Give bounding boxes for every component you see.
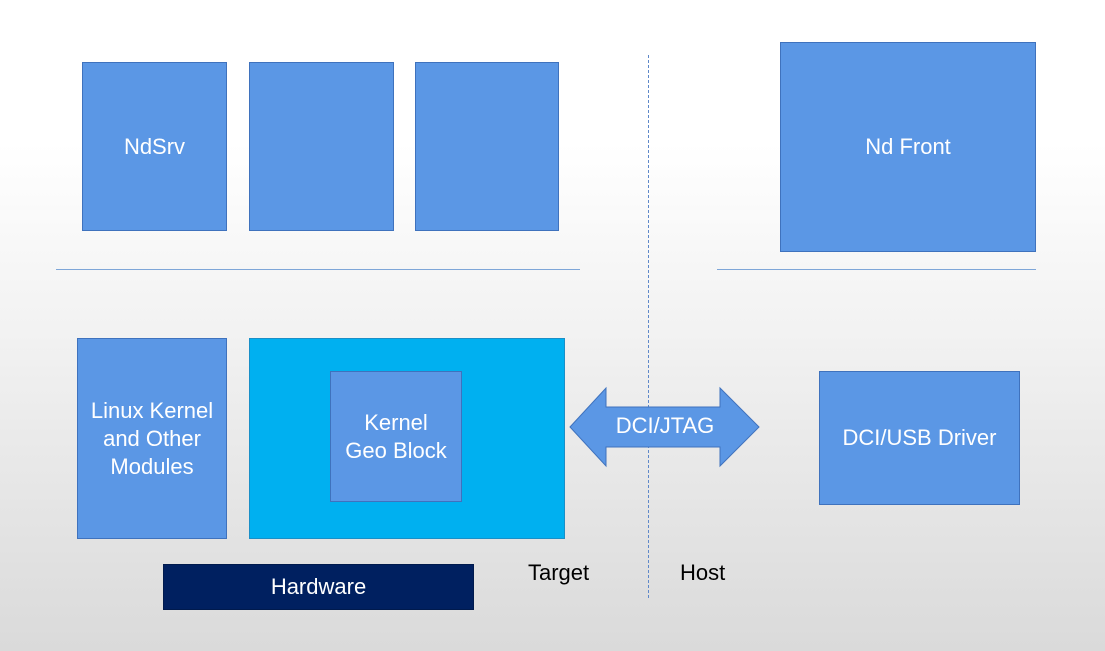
target-label: Target (528, 560, 590, 585)
target-separator-line (56, 269, 580, 270)
nd-front-label: Nd Front (865, 134, 951, 159)
host-label: Host (680, 560, 726, 585)
ndsrv-label: NdSrv (123, 133, 186, 159)
usb-driver-box: DCI/USB Driver (819, 371, 1020, 505)
dci-jtag-label: DCI/JTAG (615, 413, 715, 438)
user-module-box-3 (415, 62, 559, 231)
user-module-box-2 (249, 62, 394, 231)
nd-front-box: Nd Front (780, 42, 1036, 252)
kernel-container: Kernel Geo Block (249, 338, 565, 539)
usb-driver-label: DCI/USB Driver (842, 425, 997, 450)
target-host-divider (648, 55, 649, 598)
host-separator-line (717, 269, 1036, 270)
geo-block-label: Kernel Geo Block (345, 409, 447, 463)
hardware-bar: Hardware (163, 564, 474, 610)
linux-kernel-label: Linux Kernel and Other Modules (90, 397, 214, 479)
geo-block-box: Kernel Geo Block (330, 371, 462, 502)
linux-kernel-box: Linux Kernel and Other Modules (77, 338, 227, 539)
hardware-label: Hardware (270, 574, 367, 599)
dci-jtag-arrow-icon (569, 386, 760, 468)
ndsrv-box: NdSrv (82, 62, 227, 231)
